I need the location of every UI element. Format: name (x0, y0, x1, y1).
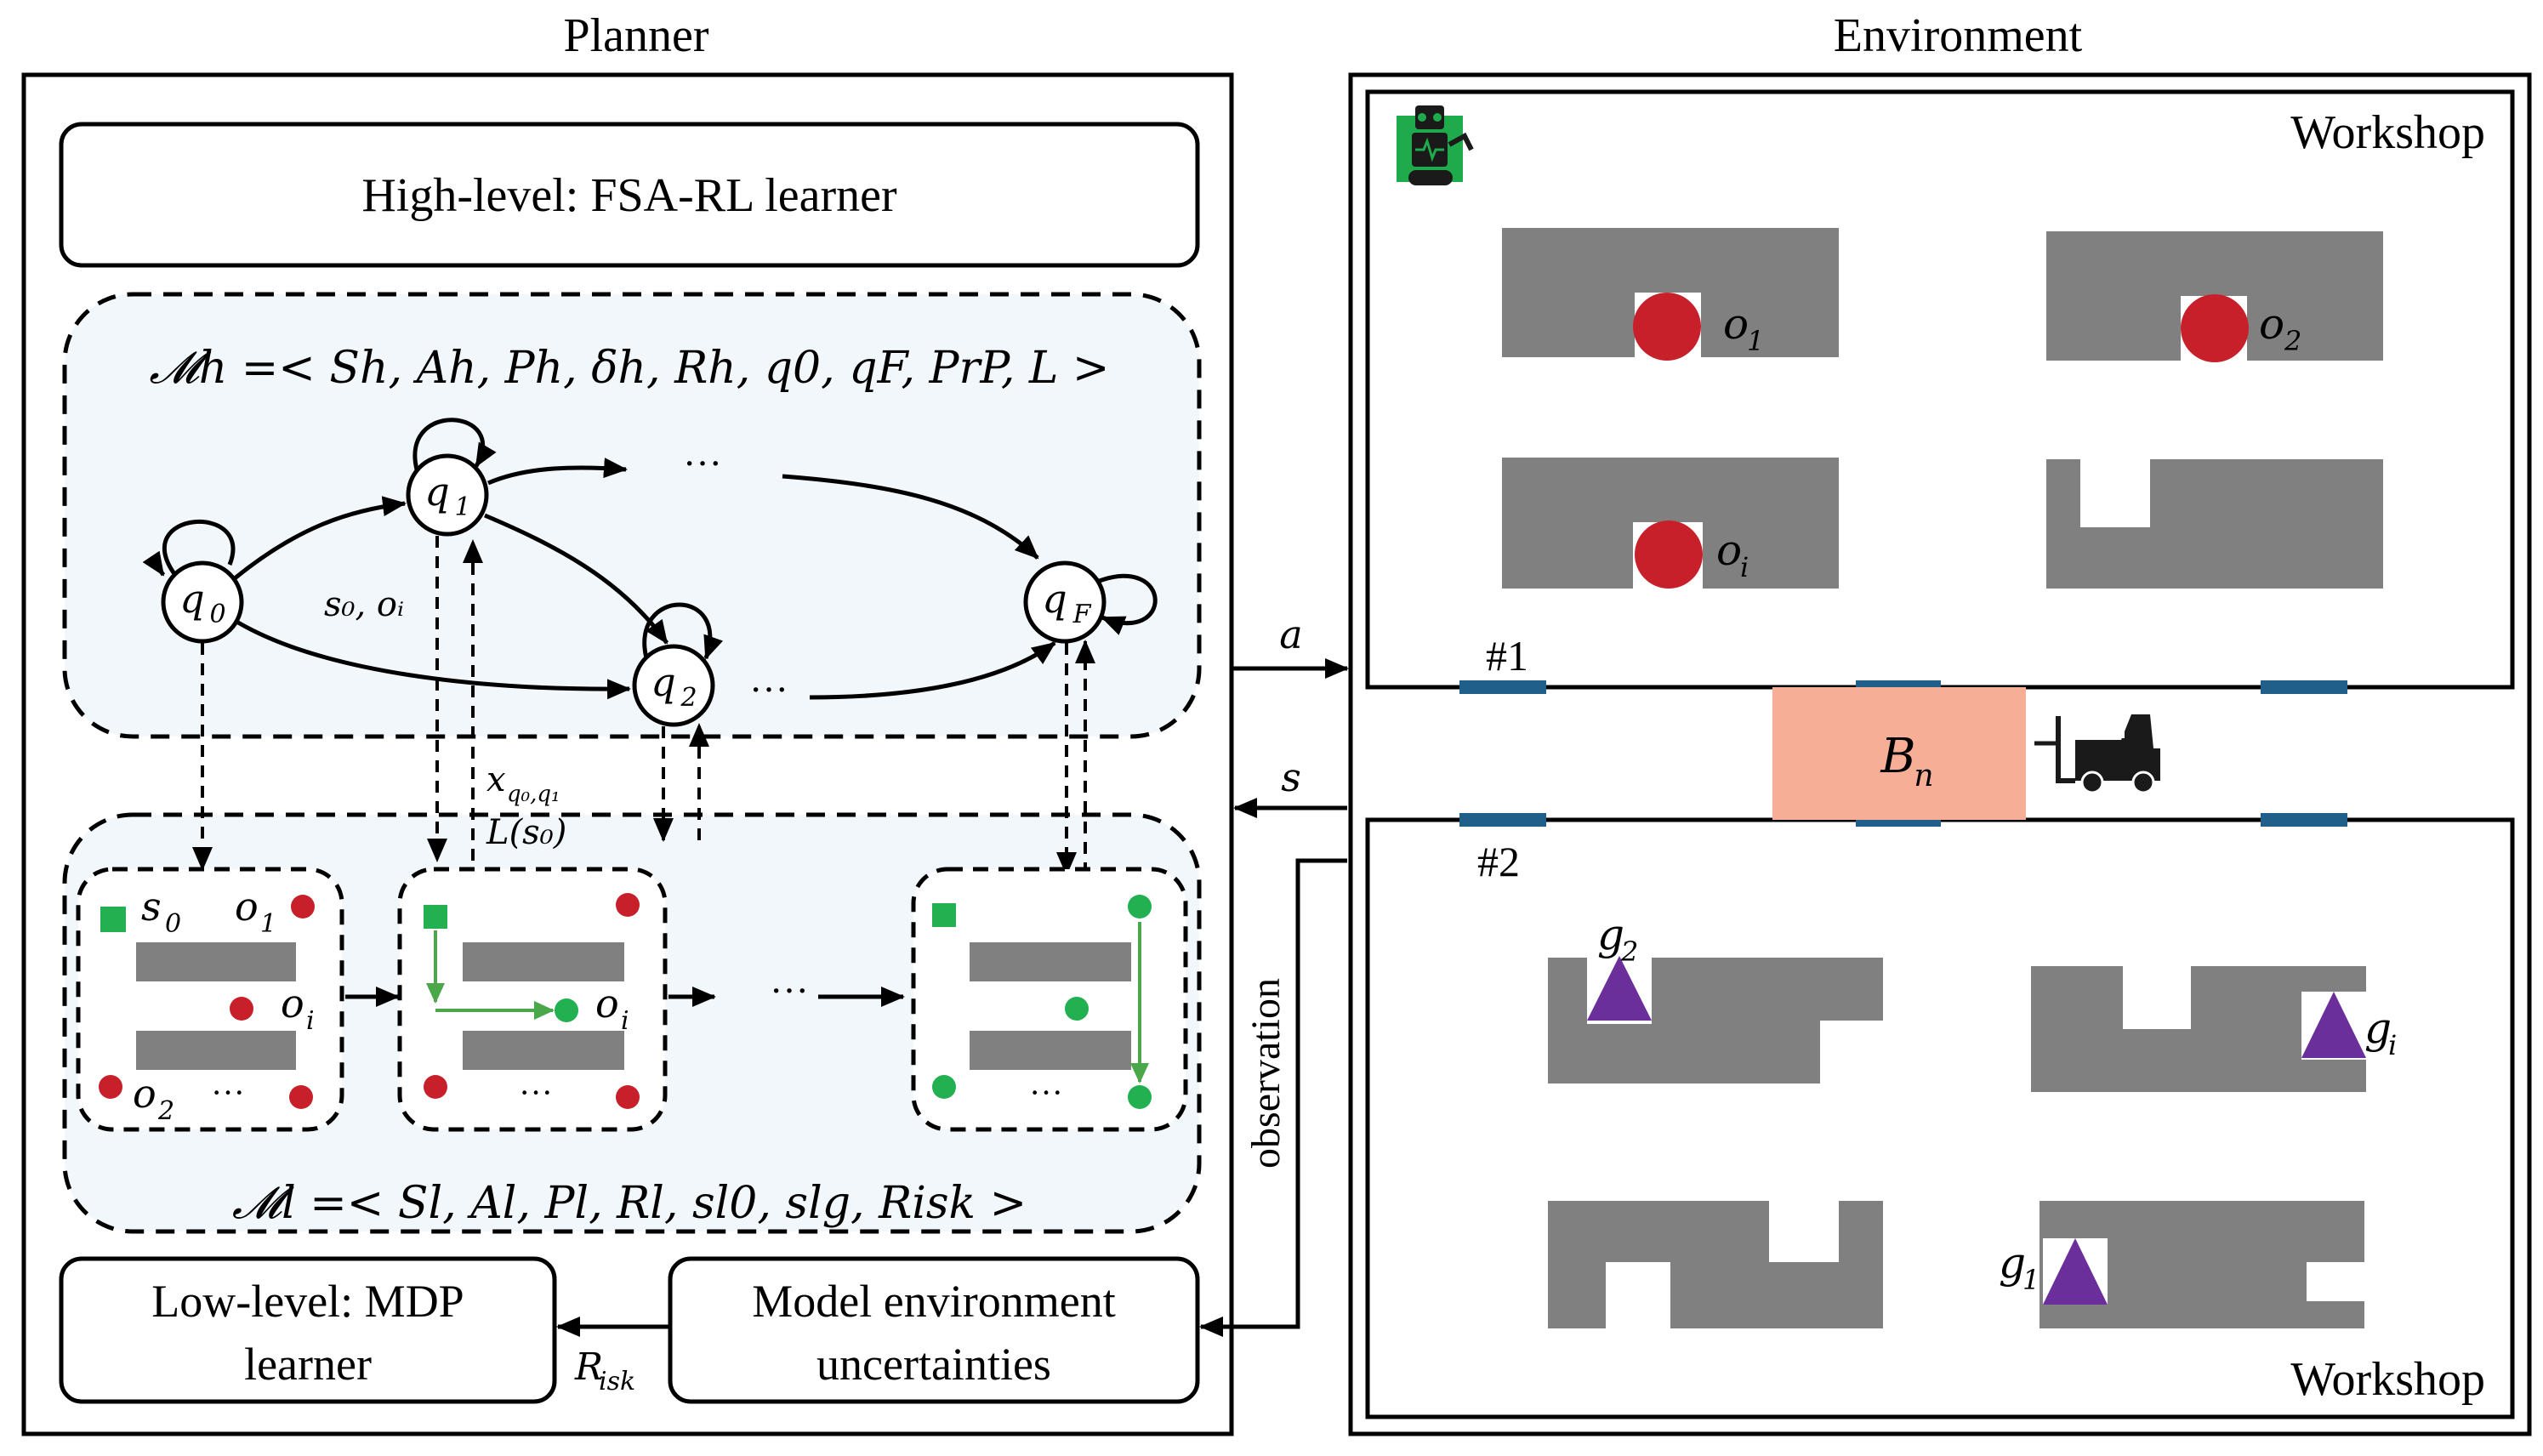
svg-text:2: 2 (157, 1096, 174, 1126)
state-label: s (1281, 754, 1301, 800)
environment-frame (1348, 72, 2532, 1436)
low-level-box (59, 1256, 557, 1404)
low-level-line2: learner (244, 1339, 372, 1390)
svg-text:o: o (1716, 526, 1742, 575)
svg-text:1: 1 (454, 492, 470, 522)
svg-text:0: 0 (209, 600, 225, 629)
action-label: a (1279, 611, 1302, 657)
svg-text:q: q (424, 469, 449, 515)
svg-text:isk: isk (599, 1367, 635, 1396)
svg-text:g: g (1597, 910, 1624, 959)
low-level-line1: Low-level: MDP (151, 1276, 464, 1327)
svg-text:2: 2 (1620, 936, 1638, 968)
svg-text:i: i (621, 1006, 629, 1036)
model-env-box (668, 1256, 1200, 1404)
svg-text:1: 1 (1747, 325, 1764, 357)
svg-text:i: i (1740, 551, 1749, 583)
planner-title: Planner (563, 9, 708, 62)
svg-text:o: o (235, 884, 259, 930)
level-connectors (192, 536, 1095, 876)
start-square (100, 907, 126, 932)
edge-label-s0-oi: s₀, oᵢ (324, 585, 404, 624)
marker-2: #2 (1477, 838, 1520, 885)
fsa-state-q0: q 0 (161, 560, 244, 644)
high-level-box (59, 122, 1200, 268)
svg-text:q: q (179, 576, 204, 622)
marker-1: #1 (1486, 632, 1528, 680)
workshop-top (1365, 89, 2515, 690)
risk-label: R isk (574, 1345, 635, 1396)
svg-text:1: 1 (260, 909, 276, 939)
forklift-icon (2034, 714, 2160, 794)
mh-panel (62, 292, 1202, 739)
svg-text:n: n (1914, 759, 1933, 793)
model-env-line1: Model environment (752, 1276, 1115, 1327)
svg-text:···: ··· (1029, 1073, 1063, 1112)
workshop-bottom-label: Workshop (2290, 1353, 2485, 1406)
planner-frame (21, 72, 1234, 1436)
buffer-zone: B n (1772, 687, 2026, 820)
svg-text:2: 2 (680, 683, 697, 713)
grid-3: ··· (911, 867, 1188, 1132)
fsa-ellipsis-top: ··· (683, 441, 722, 485)
svg-text:q: q (1042, 576, 1067, 622)
svg-text:···: ··· (211, 1073, 245, 1112)
svg-text:2: 2 (2284, 325, 2301, 357)
mh-formula: 𝓜h =< Sh, Ah, Ph, δh, Rh, q0, qF, PrP, L… (149, 343, 1109, 394)
svg-text:o: o (281, 981, 304, 1027)
fsa-state-q2: q 2 (632, 644, 715, 727)
transition-label: x q₀,q₁ (486, 760, 560, 807)
workshop-top-label: Workshop (2290, 106, 2485, 159)
label-L-s0: L(s₀) (486, 813, 566, 852)
grid-1: s 0 o 1 o i o 2 ··· (76, 867, 344, 1132)
svg-text:o: o (1723, 299, 1749, 349)
svg-text:i: i (306, 1006, 315, 1036)
svg-text:s: s (141, 884, 162, 930)
svg-text:···: ··· (519, 1073, 553, 1112)
svg-text:x: x (486, 760, 506, 799)
svg-text:F: F (1072, 600, 1092, 629)
bottom-workshop-blocks: g 2 g i g 1 (1548, 910, 2397, 1328)
svg-text:o: o (2259, 299, 2284, 349)
fsa-state-qf: q F (1023, 560, 1107, 644)
svg-text:q: q (651, 659, 675, 705)
svg-text:i: i (2388, 1029, 2397, 1061)
model-env-line2: uncertainties (816, 1339, 1051, 1390)
environment-title: Environment (1834, 9, 2083, 62)
grid-2: o i ··· (397, 867, 668, 1132)
fsa-self-loops (142, 418, 1158, 660)
ml-formula: 𝓜l =< Sl, Al, Pl, Rl, sl0, slg, Risk > (232, 1178, 1027, 1229)
fsa-ellipsis-mid: ··· (749, 668, 788, 711)
svg-text:o: o (595, 981, 619, 1027)
svg-text:g: g (2364, 1004, 2392, 1053)
observation-label: observation (1243, 978, 1289, 1169)
svg-text:g: g (1999, 1238, 2026, 1288)
fsa-state-q1: q 1 (406, 453, 489, 537)
grid-ellipsis: ··· (770, 969, 809, 1012)
svg-text:R: R (574, 1345, 603, 1389)
fsa-transitions (233, 458, 1056, 700)
svg-text:q₀,q₁: q₀,q₁ (507, 782, 560, 807)
robot-icon (1397, 105, 1474, 185)
svg-text:1: 1 (2022, 1264, 2040, 1296)
observation-arrow (1199, 858, 1347, 1337)
svg-text:B: B (1880, 729, 1915, 784)
top-workshop-blocks: o 1 o 2 o i (1502, 228, 2383, 589)
high-level-label: High-level: FSA-RL learner (361, 169, 897, 222)
svg-text:0: 0 (165, 909, 181, 939)
svg-text:o: o (133, 1071, 156, 1117)
